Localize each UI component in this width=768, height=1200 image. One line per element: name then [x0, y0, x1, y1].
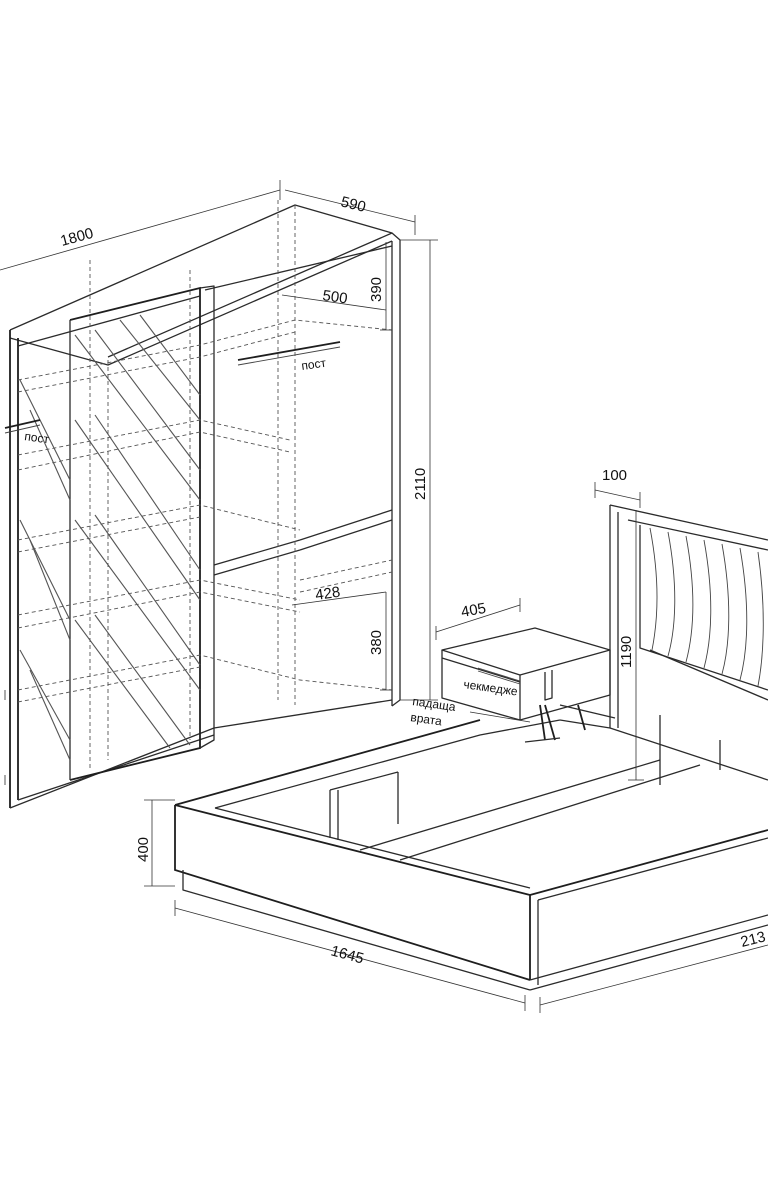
bed-headboard-height-label: 1190 — [618, 636, 635, 668]
wardrobe-drawer-height-label: 380 — [368, 630, 385, 655]
wardrobe-dimensions — [0, 180, 438, 701]
bed-width-label: 1645 — [329, 942, 366, 967]
bed-headboard-depth-label: 100 — [602, 467, 627, 484]
wardrobe-rail-right-label: пост — [300, 356, 327, 373]
nightstand-drawer-label: чекмедже — [463, 677, 519, 698]
bed-dimensions — [144, 482, 768, 1013]
bed-length-label: 213 — [739, 928, 767, 951]
wardrobe-inner-depth-label: 500 — [321, 287, 348, 307]
wardrobe-height-label: 2110 — [412, 468, 429, 500]
wardrobe-rail-left-label: пост — [24, 429, 51, 446]
bed-frame-height-label: 400 — [135, 837, 152, 862]
wardrobe-drawing — [4, 200, 401, 809]
bed-drawing — [174, 504, 768, 991]
wardrobe-depth-label: 590 — [339, 193, 367, 216]
wardrobe-width-label: 1800 — [59, 225, 96, 250]
bed-lift-label-line2: врата — [410, 710, 443, 728]
bed-lift-label-line1: падаща — [412, 694, 457, 714]
nightstand-width-label: 405 — [460, 600, 488, 621]
wardrobe-drawer-width-label: 428 — [314, 584, 341, 604]
wardrobe-top-shelf-label: 390 — [368, 277, 385, 302]
